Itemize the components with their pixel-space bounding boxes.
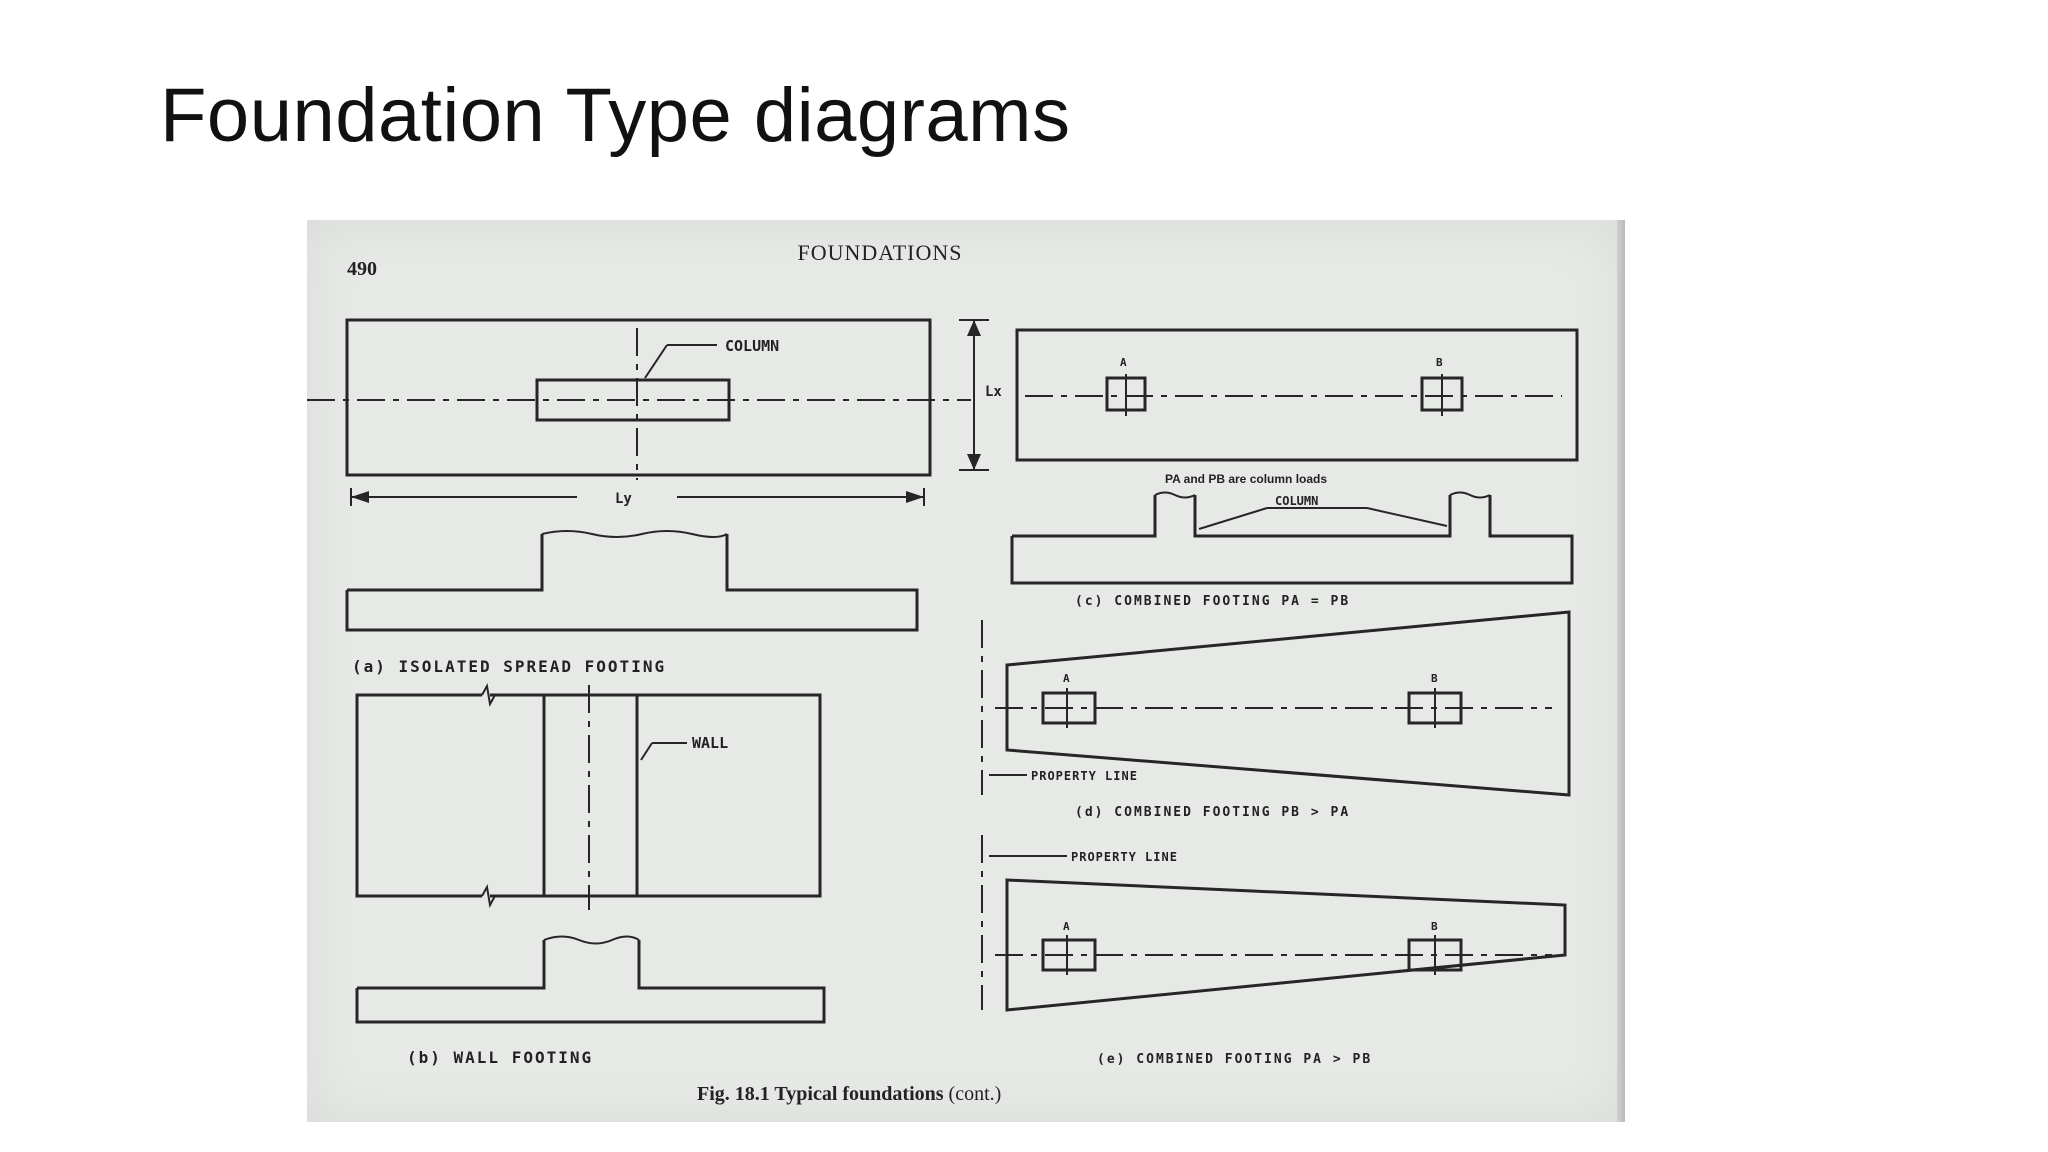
page-header: FOUNDATIONS — [797, 240, 962, 265]
page-binding-edge — [1617, 220, 1625, 1122]
figure-caption-rest: (cont.) — [944, 1083, 1002, 1105]
wall-footing-elevation — [355, 940, 826, 1024]
column-a-label-c: A — [1120, 356, 1127, 369]
wall-footing-plan-left — [355, 693, 482, 898]
diagram-d-combined-footing-trapezoid: A B PROPERTY LINE (d) COMBINED FOOTING P… — [981, 610, 1571, 820]
column-a-plan-d — [1041, 691, 1097, 725]
foundation-diagrams-figure: 490 FOUNDATIONS COLUMN Lx L — [307, 240, 1579, 1105]
diagram-a-isolated-spread-footing: COLUMN Lx Ly (a) ISOLATED SPREAD FOOTING — [307, 318, 1002, 676]
column-a-plan-e — [1041, 938, 1097, 972]
caption-d: (d) COMBINED FOOTING PB > PA — [1075, 805, 1350, 820]
column-leader-c-right — [1366, 507, 1448, 527]
page-number: 490 — [347, 258, 377, 280]
wall-leader-arrow — [640, 742, 653, 761]
diagram-c-combined-footing-equal: A B PA and PB are column loads COLUMN (c… — [1010, 328, 1579, 609]
dimension-ly-label: Ly — [615, 491, 632, 507]
dimension-lx-arrow-top — [967, 320, 981, 336]
loads-note-c: PA and PB are column loads — [1165, 472, 1327, 486]
dimension-lx-arrow-bottom — [967, 454, 981, 470]
column-b-break-c — [1449, 491, 1491, 499]
figure-caption-bold: Fig. 18.1 Typical foundations — [697, 1083, 944, 1105]
column-b-label-c: B — [1436, 356, 1443, 369]
footing-plan-a — [345, 318, 932, 477]
caption-a: (a) ISOLATED SPREAD FOOTING — [352, 657, 666, 676]
wall-footing-plan-right — [490, 693, 822, 898]
property-line-label-e: PROPERTY LINE — [1071, 850, 1178, 864]
column-leader-a-arrow — [644, 344, 668, 379]
column-a-break-c — [1154, 491, 1196, 499]
column-leader-c-left — [1198, 507, 1268, 530]
column-label-c: COLUMN — [1275, 494, 1318, 508]
break-line-top-b — [481, 683, 496, 707]
footing-plan-d — [1005, 610, 1571, 797]
column-b-label-e: B — [1431, 920, 1438, 933]
dimension-lx-label: Lx — [985, 384, 1002, 400]
wall-label: WALL — [692, 734, 728, 752]
diagram-e-combined-footing-trapezoid: PROPERTY LINE A B (e) COMBINED FOOTING P… — [981, 835, 1567, 1067]
caption-e: (e) COMBINED FOOTING PA > PB — [1097, 1052, 1372, 1067]
slide-title: Foundation Type diagrams — [160, 73, 1071, 158]
dimension-ly-arrow-right — [906, 491, 924, 503]
caption-b: (b) WALL FOOTING — [407, 1048, 593, 1067]
column-a-label-d: A — [1063, 672, 1070, 685]
column-label-a: COLUMN — [725, 337, 779, 355]
footing-plan-e — [1005, 878, 1567, 1012]
diagram-b-wall-footing: WALL (b) WALL FOOTING — [355, 683, 826, 1067]
column-a-label-e: A — [1063, 920, 1070, 933]
column-break-line-a — [541, 530, 728, 538]
footing-elevation-a — [345, 534, 919, 632]
scanned-textbook-page: 490 FOUNDATIONS COLUMN Lx L — [307, 220, 1625, 1122]
wall-break-line-b — [543, 935, 640, 945]
footing-elevation-c — [1010, 495, 1574, 585]
column-b-label-d: B — [1431, 672, 1438, 685]
dimension-ly-arrow-left — [351, 491, 369, 503]
break-line-bottom-b — [481, 884, 496, 908]
caption-c: (c) COMBINED FOOTING PA = PB — [1075, 594, 1350, 609]
footing-plan-c — [1015, 328, 1579, 462]
property-line-label-d: PROPERTY LINE — [1031, 769, 1138, 783]
figure-caption: Fig. 18.1 Typical foundations (cont.) — [697, 1083, 1001, 1105]
